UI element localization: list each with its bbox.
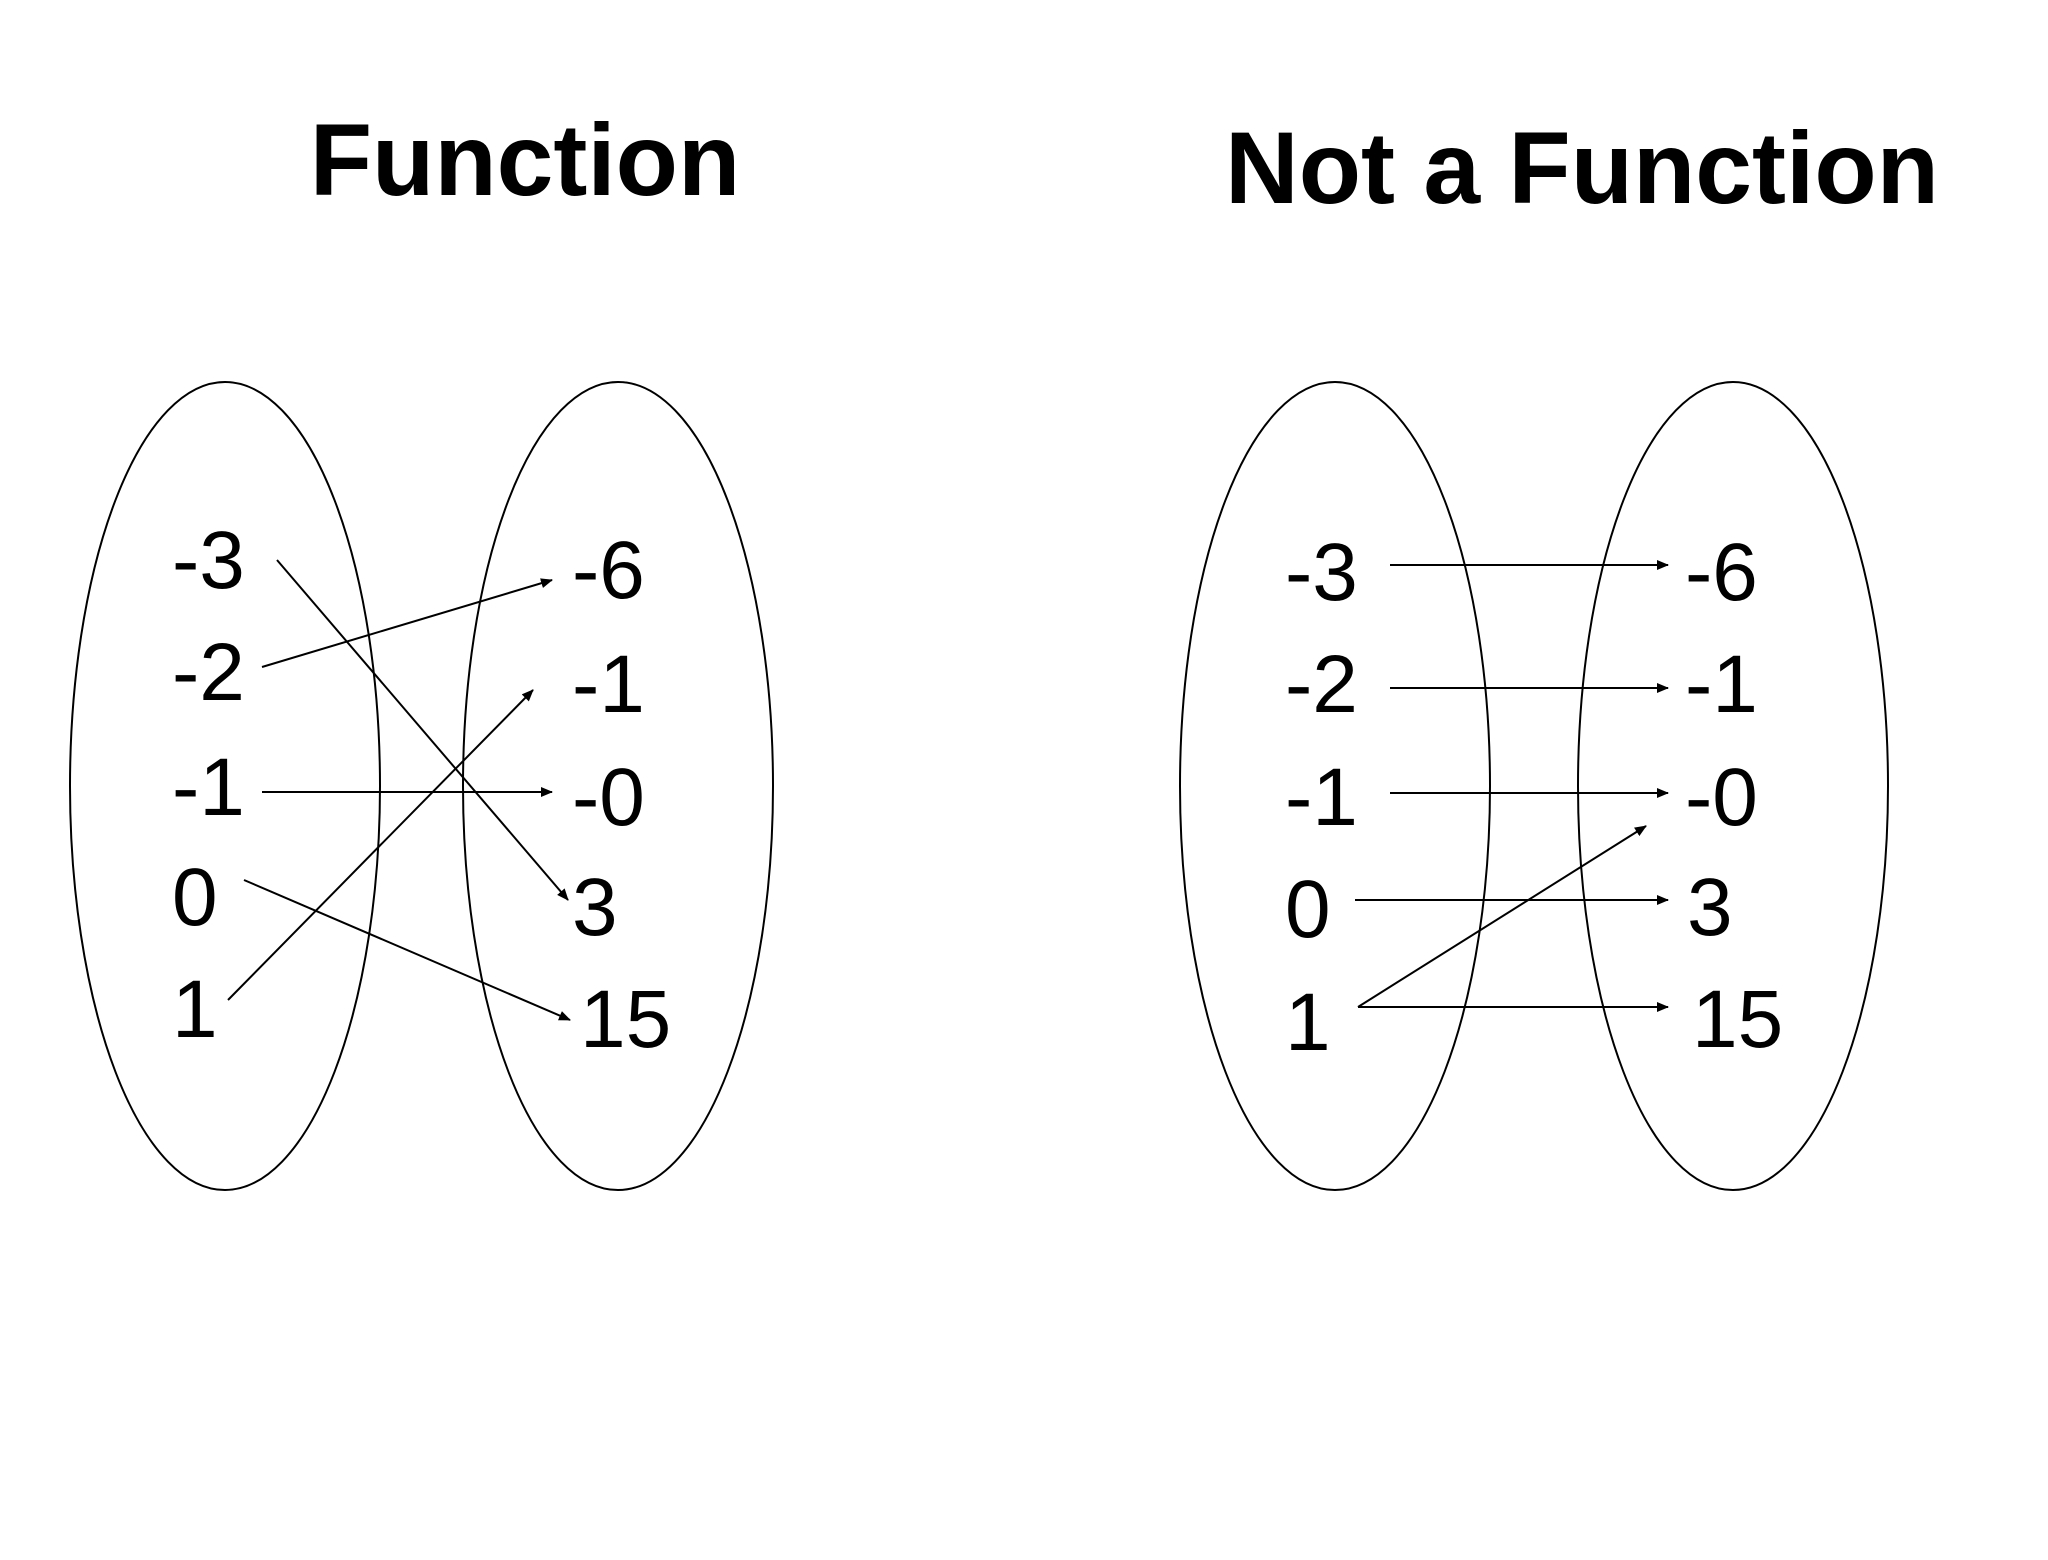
range-value: -0 bbox=[572, 752, 645, 843]
range-oval bbox=[462, 381, 774, 1191]
mapping-arrow bbox=[243, 879, 571, 1021]
panel-title: Not a Function bbox=[1225, 111, 1939, 225]
domain-value: 0 bbox=[1285, 864, 1331, 955]
function-panel: Function -3 -2 -1 0 1 -6 -1 -0 3 15 bbox=[69, 103, 774, 1191]
mapping-arrow bbox=[227, 689, 534, 1001]
range-value: 15 bbox=[580, 974, 671, 1065]
domain-value: 1 bbox=[1285, 977, 1331, 1068]
domain-oval bbox=[69, 381, 381, 1191]
range-value: -1 bbox=[572, 639, 645, 730]
domain-value: -2 bbox=[1285, 639, 1358, 730]
domain-value: 0 bbox=[172, 852, 218, 943]
mapping-arrow bbox=[276, 559, 569, 901]
domain-value: -3 bbox=[1285, 527, 1358, 618]
range-value: 3 bbox=[572, 862, 618, 953]
domain-value: -1 bbox=[1285, 752, 1358, 843]
domain-value: -1 bbox=[172, 742, 245, 833]
not-function-panel: Not a Function -3 -2 -1 0 1 -6 -1 -0 3 1… bbox=[1179, 111, 1939, 1191]
domain-value: -3 bbox=[172, 515, 245, 606]
mapping-arrow bbox=[261, 578, 553, 668]
domain-value: 1 bbox=[172, 964, 218, 1055]
range-value: -6 bbox=[572, 525, 645, 616]
range-oval bbox=[1577, 381, 1889, 1191]
range-value: 15 bbox=[1692, 974, 1783, 1065]
range-value: -1 bbox=[1685, 639, 1758, 730]
range-value: -0 bbox=[1685, 752, 1758, 843]
mapping-arrow bbox=[1357, 825, 1647, 1008]
range-value: 3 bbox=[1687, 862, 1733, 953]
panel-title: Function bbox=[310, 103, 741, 217]
domain-oval bbox=[1179, 381, 1491, 1191]
domain-value: -2 bbox=[172, 627, 245, 718]
range-value: -6 bbox=[1685, 527, 1758, 618]
